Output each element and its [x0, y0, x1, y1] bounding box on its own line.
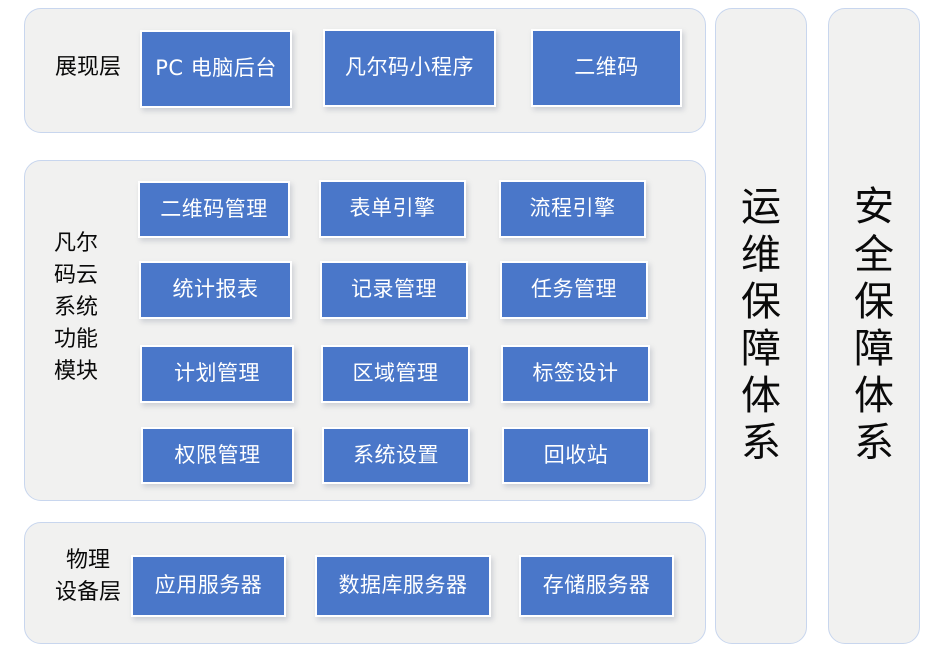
function-box-statistics-report[interactable]: 统计报表: [139, 261, 292, 319]
function-box-area-management[interactable]: 区域管理: [321, 345, 470, 403]
function-box-recycle-bin[interactable]: 回收站: [502, 427, 650, 484]
function-layer-label-line-2: 码云: [53, 262, 98, 288]
side-column-operations-text: 运维保障体系: [741, 184, 781, 467]
function-layer-label-line-5: 模块: [53, 358, 98, 384]
physical-layer-label-line-2: 设备层: [54, 579, 121, 605]
function-box-task-management[interactable]: 任务管理: [500, 261, 648, 319]
side-column-security-text: 安全保障体系: [854, 184, 894, 467]
function-layer-label: 凡尔 码云 系统 功能 模块: [40, 228, 112, 438]
physical-layer-label-line-1: 物理: [65, 548, 110, 573]
physical-box-storage-server[interactable]: 存储服务器: [519, 555, 674, 617]
function-box-process-engine[interactable]: 流程引擎: [499, 180, 646, 238]
physical-box-database-server[interactable]: 数据库服务器: [315, 555, 491, 617]
physical-box-app-server[interactable]: 应用服务器: [131, 555, 286, 617]
physical-layer-label: 物理 设备层: [36, 545, 140, 621]
side-column-security-label: 安全保障体系: [829, 9, 919, 643]
presentation-box-qrcode[interactable]: 二维码: [531, 29, 682, 107]
function-box-system-settings[interactable]: 系统设置: [322, 427, 470, 484]
function-layer-label-line-3: 系统: [53, 294, 98, 320]
function-box-form-engine[interactable]: 表单引擎: [319, 180, 466, 238]
presentation-layer-label: 展现层: [54, 55, 121, 81]
function-box-qrcode-management[interactable]: 二维码管理: [138, 181, 290, 238]
function-box-label-design[interactable]: 标签设计: [501, 345, 650, 403]
presentation-box-pc-backend[interactable]: PC 电脑后台: [140, 30, 292, 108]
function-box-record-management[interactable]: 记录管理: [320, 261, 468, 319]
function-box-plan-management[interactable]: 计划管理: [140, 345, 294, 403]
side-column-operations-label: 运维保障体系: [716, 9, 806, 643]
side-column-operations-panel: 运维保障体系: [715, 8, 807, 644]
side-column-security-panel: 安全保障体系: [828, 8, 920, 644]
function-layer-label-line-1: 凡尔: [53, 231, 98, 256]
function-box-permission-management[interactable]: 权限管理: [141, 427, 294, 484]
function-layer-label-line-4: 功能: [53, 326, 98, 352]
presentation-box-miniprogram[interactable]: 凡尔码小程序: [323, 29, 496, 107]
